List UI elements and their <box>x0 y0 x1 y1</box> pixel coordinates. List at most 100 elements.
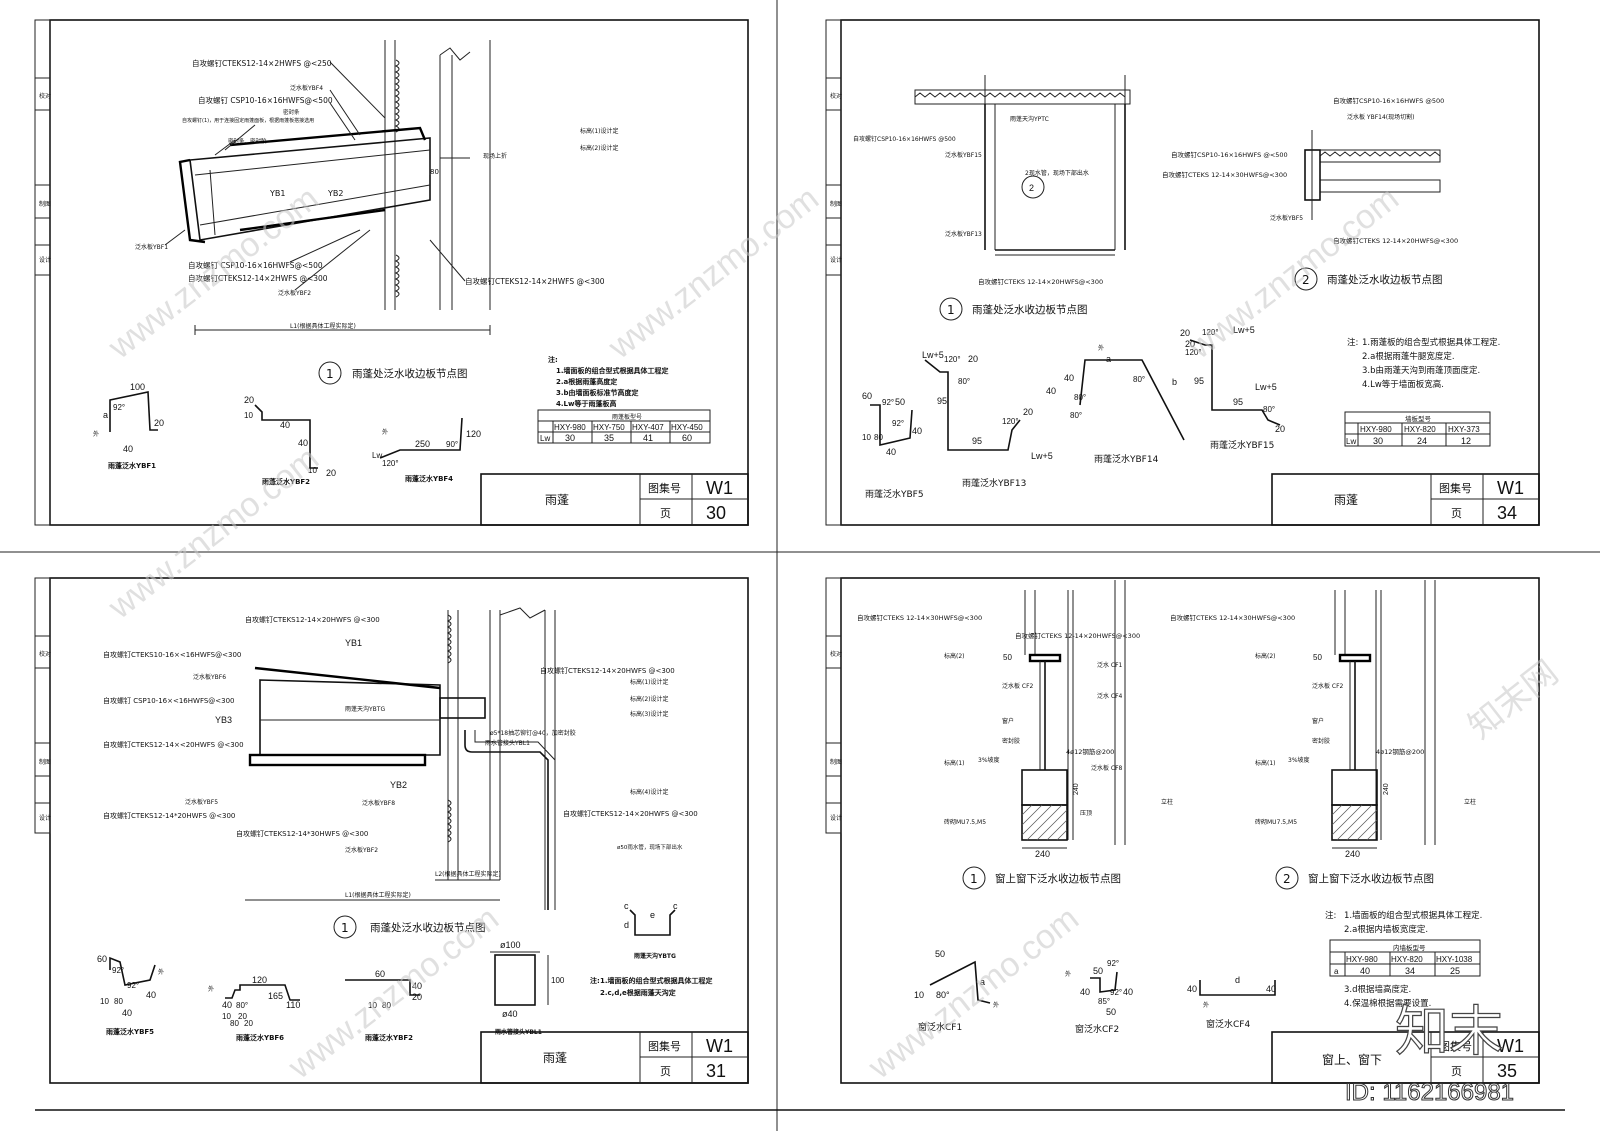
svg-text:标高(1): 标高(1) <box>944 759 965 767</box>
svg-text:W1: W1 <box>706 1036 733 1056</box>
svg-text:自攻螺钉CTEKS12-14*30HWFS @<300: 自攻螺钉CTEKS12-14*30HWFS @<300 <box>236 829 368 838</box>
svg-text:外: 外 <box>993 1001 999 1009</box>
sheet-page-31: 校对 制图 设计 自攻螺钉CTEKS12-14×20HWFS @<300 YB1… <box>34 577 749 1084</box>
detail-title: 窗上窗下泛水收边板节点图 <box>1308 872 1434 885</box>
svg-text:20: 20 <box>1275 424 1285 434</box>
svg-text:泛水 CF1: 泛水 CF1 <box>1097 661 1123 669</box>
svg-text:制图: 制图 <box>39 758 51 766</box>
canopy-soffit <box>248 753 427 767</box>
svg-text:标高(1): 标高(1) <box>1255 759 1276 767</box>
svg-text:HXY-980: HXY-980 <box>1360 425 1392 434</box>
callout: 现场上折 <box>483 152 507 160</box>
svg-text:校对: 校对 <box>39 650 51 658</box>
svg-text:80°: 80° <box>1133 375 1145 384</box>
svg-text:3%坡度: 3%坡度 <box>1288 756 1310 764</box>
svg-text:240: 240 <box>1073 783 1080 795</box>
svg-text:c: c <box>624 901 629 911</box>
callout: YB2 <box>327 189 343 198</box>
svg-text:自攻螺钉CTEKS 12-14×20HWFS@<300: 自攻螺钉CTEKS 12-14×20HWFS@<300 <box>1015 631 1140 640</box>
svg-text:80°: 80° <box>958 377 970 386</box>
svg-text:50: 50 <box>935 949 945 959</box>
svg-text:Lw: Lw <box>372 451 382 460</box>
profile-YBF14: 外 a 80° b 40 80° 80° 40 雨蓬泛水YBF14 <box>1046 344 1185 465</box>
profile-name: 雨蓬泛水YBF5 <box>106 1027 154 1036</box>
note: 4.Lw等于雨蓬板高 <box>556 399 616 408</box>
svg-text:20: 20 <box>244 1019 253 1028</box>
svg-text:20: 20 <box>1023 407 1033 417</box>
callout: 自攻螺钉CTEKS12-14×2HWFS @<300 <box>465 276 605 286</box>
svg-text:a: a <box>103 410 108 420</box>
sheet-page-30: 校对 制图 设计 80 自攻螺钉C <box>34 19 749 526</box>
svg-text:40: 40 <box>1080 987 1090 997</box>
svg-text:1.墙面板的组合型式根据具体工程定: 1.墙面板的组合型式根据具体工程定 <box>600 976 713 985</box>
svg-text:80: 80 <box>874 433 883 442</box>
callout: 自攻螺钉CTEKS12-14×2HWFS @<300 <box>188 273 328 283</box>
svg-text:12: 12 <box>1461 436 1471 446</box>
svg-text:85°: 85° <box>1098 997 1110 1006</box>
svg-text:自攻螺钉CTEKS 12-14×30HWFS@<300: 自攻螺钉CTEKS 12-14×30HWFS@<300 <box>1162 170 1287 179</box>
note: 2.a根据雨蓬高度定 <box>556 377 617 386</box>
profile-name: 雨蓬泛水YBF15 <box>1210 439 1274 451</box>
svg-text:4ø12钢筋@200: 4ø12钢筋@200 <box>1066 747 1114 756</box>
svg-text:泛水板YBF13: 泛水板YBF13 <box>945 230 982 238</box>
svg-text:240: 240 <box>1035 849 1050 859</box>
svg-text:自攻螺钉CTEKS12-14×20HWFS @<300: 自攻螺钉CTEKS12-14×20HWFS @<300 <box>540 666 675 675</box>
svg-text:34: 34 <box>1405 966 1415 976</box>
svg-text:35: 35 <box>1497 1061 1517 1081</box>
svg-text:3.d根据墙高度定.: 3.d根据墙高度定. <box>1344 984 1411 995</box>
svg-text:40: 40 <box>122 1008 132 1018</box>
callout: 自攻螺钉 CSP10-16×16HWFS@<500 <box>188 260 323 270</box>
svg-text:20: 20 <box>244 395 254 405</box>
side-strip <box>825 19 842 526</box>
svg-text:砖砌MU7.5,M5: 砖砌MU7.5,M5 <box>944 818 986 826</box>
svg-text:知末网: 知末网 <box>1462 654 1566 747</box>
detail-title: 窗上窗下泛水收边板节点图 <box>995 872 1121 885</box>
callout: 泛水板YBF1 <box>135 243 168 251</box>
svg-text:50: 50 <box>1313 653 1322 662</box>
side-label-check: 校对 <box>39 92 51 100</box>
svg-text:165: 165 <box>268 991 283 1001</box>
svg-text:40: 40 <box>123 444 133 454</box>
svg-text:2: 2 <box>1283 872 1291 886</box>
svg-text:标高(2): 标高(2) <box>1255 652 1276 660</box>
detail-title: 雨蓬处泛水收边板节点图 <box>972 303 1088 316</box>
profile-name: 窗泛水CF2 <box>1075 1023 1119 1035</box>
svg-text:240: 240 <box>1383 783 1390 795</box>
svg-text:Lw+5: Lw+5 <box>1031 451 1053 461</box>
table-col: HXY-980 <box>554 423 586 432</box>
svg-text:95: 95 <box>972 436 982 446</box>
svg-text:40: 40 <box>1360 966 1370 976</box>
svg-text:a: a <box>980 977 985 987</box>
svg-text:泛水板YBF5: 泛水板YBF5 <box>1270 214 1303 222</box>
svg-text:80°: 80° <box>936 990 950 1000</box>
svg-text:2.a根据雨蓬牛腿宽度定.: 2.a根据雨蓬牛腿宽度定. <box>1362 351 1455 362</box>
svg-text:31: 31 <box>706 1061 726 1081</box>
callout: 自攻螺钉 CSP10-16×16HWFS@<500 <box>198 95 333 105</box>
svg-text:www.znzmo.com: www.znzmo.com <box>861 899 1086 1087</box>
detail-title: 雨蓬处泛水收边板节点图 <box>370 921 486 934</box>
table-col: HXY-407 <box>632 423 664 432</box>
svg-text:3.b由雨蓬天沟到雨蓬顶面度定.: 3.b由雨蓬天沟到雨蓬顶面度定. <box>1362 365 1480 376</box>
svg-text:100: 100 <box>130 382 145 392</box>
svg-text:50: 50 <box>1003 653 1012 662</box>
svg-text:90°: 90° <box>446 440 458 449</box>
profile-name: 雨蓬泛水YBF6 <box>236 1033 284 1042</box>
svg-text:设计: 设计 <box>830 256 842 264</box>
svg-text:20: 20 <box>154 418 164 428</box>
profile-name: 雨蓬泛水YBF14 <box>1094 453 1159 465</box>
svg-text:外: 外 <box>1203 1001 1209 1009</box>
svg-text:雨蓬: 雨蓬 <box>1334 493 1358 507</box>
svg-text:外: 外 <box>158 968 164 976</box>
svg-text:92°: 92° <box>882 398 894 407</box>
svg-text:a: a <box>1334 967 1339 976</box>
svg-text:外: 外 <box>382 428 388 436</box>
svg-text:80: 80 <box>382 1001 391 1010</box>
svg-text:120°: 120° <box>382 459 399 468</box>
svg-text:1: 1 <box>970 872 978 886</box>
side-strip <box>34 577 51 834</box>
profile-name: 雨蓬泛水YBF13 <box>962 477 1026 489</box>
callout: 标高(1)设计定 <box>580 127 619 135</box>
svg-text:95: 95 <box>1233 397 1243 407</box>
svg-text:40: 40 <box>280 420 290 430</box>
svg-text:250: 250 <box>415 439 430 449</box>
